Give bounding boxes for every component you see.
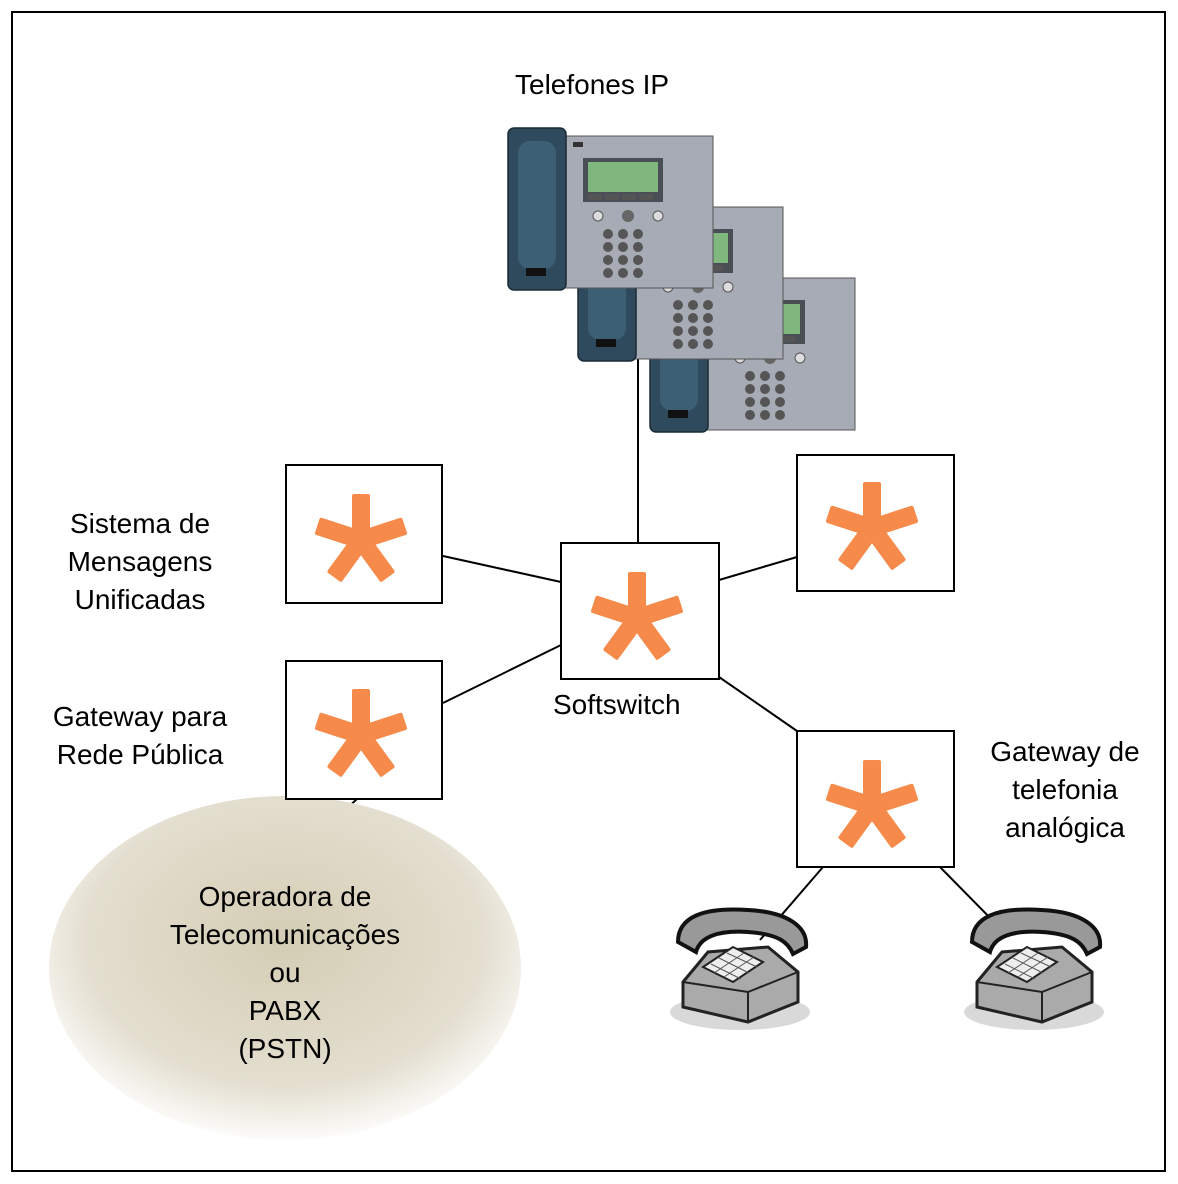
gateway-analog-label-line: analógica: [1005, 812, 1125, 843]
operator-label-line: Operadora de: [198, 881, 372, 912]
operator-label-line: (PSTN): [238, 1033, 332, 1064]
gateway-public-label: Gateway para Rede Pública: [30, 698, 250, 774]
operator-label-line: Telecomunicações: [169, 919, 401, 950]
page-title: Telefones IP: [515, 69, 670, 100]
softswitch-label: Softswitch: [553, 689, 681, 720]
link-softswitch-right: [718, 556, 798, 581]
gateway-public-label-line: Rede Pública: [56, 739, 224, 770]
operator-cloud: [49, 796, 521, 1140]
messaging-label-line: Mensagens: [67, 546, 213, 577]
link-messaging-softswitch: [442, 555, 562, 583]
link-softswitch-gateway-analog: [718, 676, 798, 732]
operator-label-line: ou: [269, 957, 301, 988]
messaging-label-line: Sistema de: [69, 508, 211, 539]
ip-phones-icon: [507, 127, 856, 433]
link-gateway-public-softswitch: [442, 644, 562, 704]
connections: [314, 345, 1001, 941]
gateway-analog-label: Gateway de telefonia analógica: [970, 733, 1160, 847]
operator-label-line: PABX: [248, 995, 322, 1026]
messaging-label-line: Unificadas: [74, 584, 206, 615]
messaging-label: Sistema de Mensagens Unificadas: [50, 505, 230, 619]
analog-phone-icon: [668, 907, 812, 1032]
analog-phone-icon: [962, 907, 1106, 1032]
diagram-frame: [11, 11, 1166, 1172]
operator-label: Operadora de Telecomunicações ou PABX (P…: [135, 878, 435, 1068]
gateway-analog-label-line: Gateway de: [990, 736, 1140, 767]
gateway-public-label-line: Gateway para: [52, 701, 228, 732]
gateway-analog-label-line: telefonia: [1012, 774, 1118, 805]
